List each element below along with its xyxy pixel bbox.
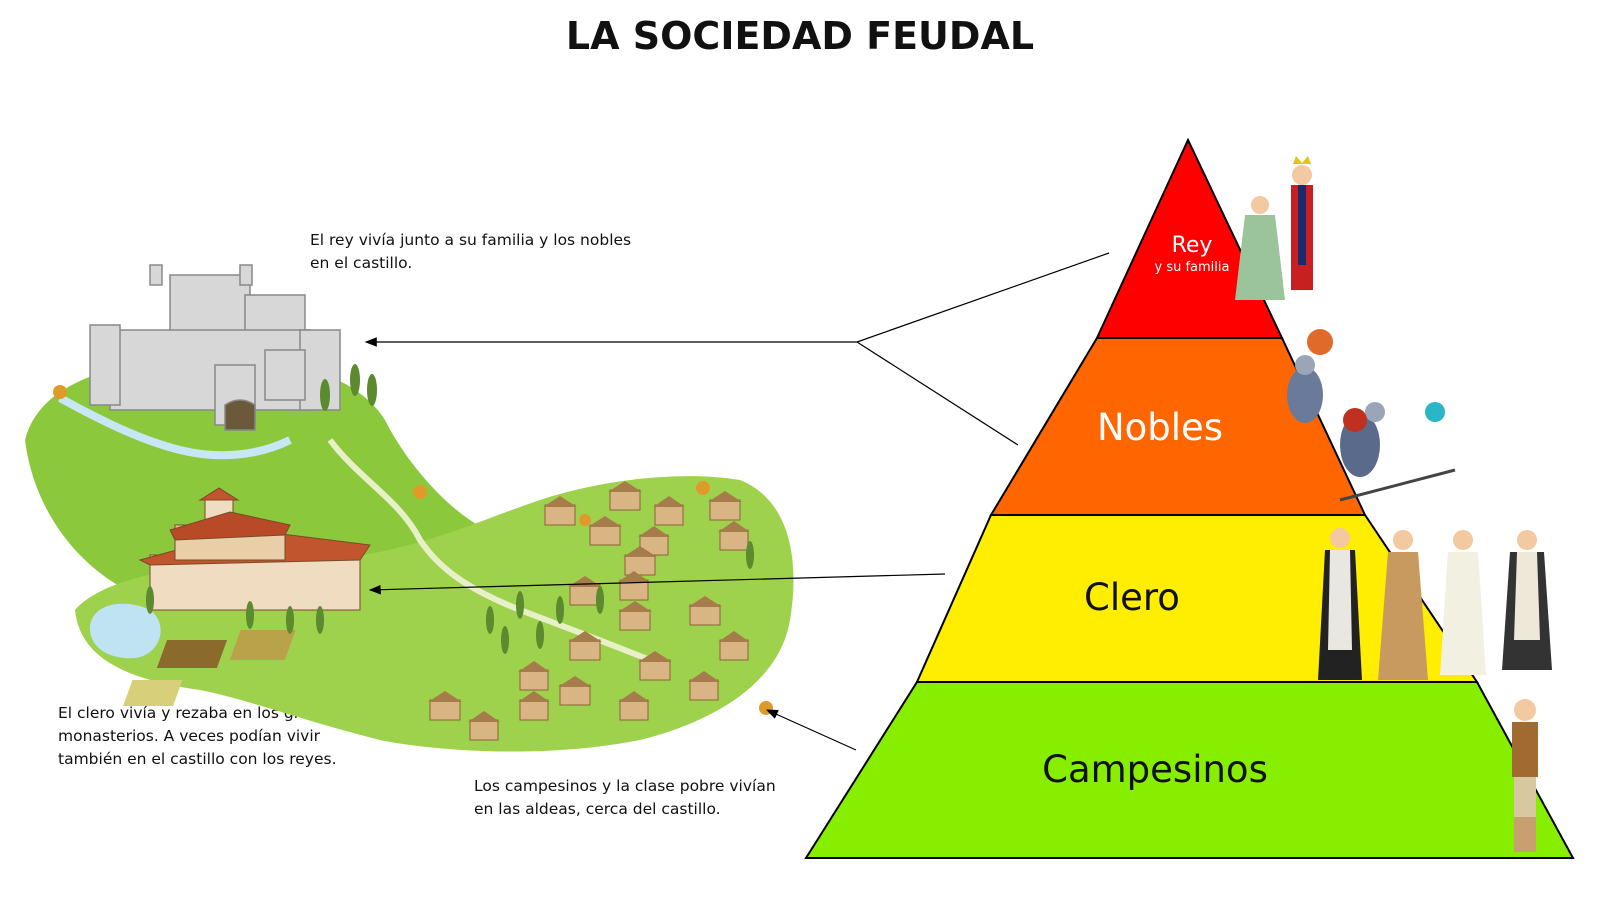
monastery-note: El clero vivía y rezaba en los grandes m…: [58, 702, 347, 771]
river: [58, 394, 292, 460]
arrow-to-village: [765, 709, 857, 751]
connector-arrows: [364, 252, 1110, 751]
peasant-figure: [1512, 699, 1538, 852]
label-campesinos: Campesinos: [1042, 748, 1268, 791]
lake: [89, 603, 161, 659]
monastery-note-line: también en el castillo con los reyes.: [58, 750, 337, 768]
landscape-illustration: [25, 264, 794, 752]
knight-figures: [1287, 329, 1456, 502]
king-and-queen-figures: [1235, 156, 1313, 300]
label-rey-sub: y su familia: [1155, 260, 1230, 275]
monastery: [138, 487, 371, 611]
village-note: Los campesinos y la clase pobre vivían e…: [474, 775, 776, 821]
clergy-figures: [1318, 528, 1552, 680]
village-note-line: en las aldeas, cerca del castillo.: [474, 800, 721, 818]
pyramid-level-campesinos: [804, 681, 1575, 859]
connector-nobles: [856, 341, 1019, 446]
path: [327, 438, 652, 663]
connector-rey: [856, 252, 1110, 343]
castle-note: El rey vivía junto a su familia y los no…: [310, 229, 631, 275]
pyramid-labels: Rey y su familia Nobles Clero Campesinos: [1042, 233, 1268, 791]
page-title: LA SOCIEDAD FEUDAL: [565, 14, 1035, 58]
castle-note-line: en el castillo.: [310, 254, 413, 272]
label-clero: Clero: [1084, 576, 1180, 619]
monastery-note-line: monasterios. A veces podían vivir: [58, 727, 321, 745]
castle-note-line: El rey vivía junto a su familia y los no…: [310, 231, 632, 249]
village-note-line: Los campesinos y la clase pobre vivían: [474, 777, 776, 795]
trees: [146, 364, 754, 654]
arrow-to-monastery: [368, 573, 946, 595]
label-rey: Rey: [1172, 233, 1213, 258]
label-nobles: Nobles: [1097, 406, 1223, 449]
castle: [89, 264, 341, 431]
village-houses: [429, 489, 749, 741]
